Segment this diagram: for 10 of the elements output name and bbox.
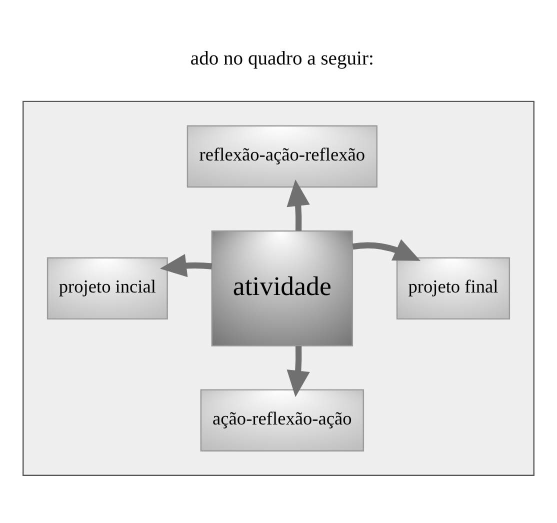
node-box: projeto final [396,257,510,320]
cluster [22,100,534,476]
node-box: atividade [211,230,354,346]
arrow [352,239,420,261]
node-box: ação-reflexão-ação [200,389,364,452]
arrow [286,179,310,231]
label: ado no quadro a seguir: [190,48,374,70]
node-box: projeto incial [46,257,168,320]
arrow [286,346,310,398]
node-box: reflexão-ação-reflexão [186,125,378,188]
